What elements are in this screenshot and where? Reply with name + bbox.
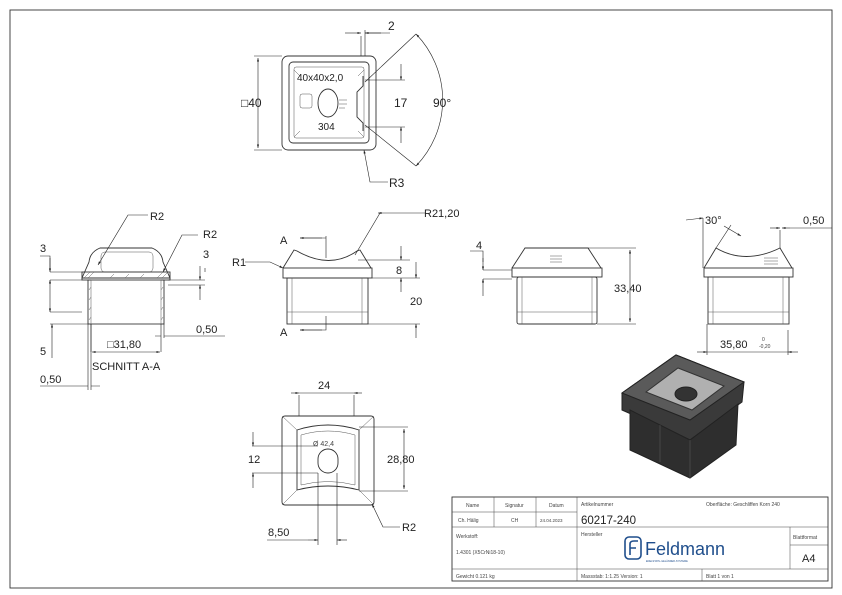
dim-8: 8 (396, 265, 402, 277)
format-label: Blattformat (793, 535, 818, 541)
dim-35-80: 35,80 (720, 339, 748, 351)
isometric-render (620, 354, 746, 479)
logo-f-icon (624, 536, 642, 560)
brand-tagline: EDELSTAHL-GELÄNDER-SYSTEME (646, 560, 688, 563)
dim-2: 2 (388, 19, 395, 33)
dim-3-right: 3 (203, 249, 209, 261)
dim-8-50: 8,50 (268, 527, 289, 539)
dim-20: 20 (410, 296, 422, 308)
dim-r3: R3 (389, 176, 405, 190)
tolerance-lower: -0,20 (759, 344, 771, 350)
dim-33-40: 33,40 (614, 283, 642, 295)
feldmann-logo: Feldmann EDELSTAHL-GELÄNDER-SYSTEME (624, 536, 725, 563)
dim-0-50: 0,50 (803, 215, 824, 227)
diameter-label: Ø 42,4 (313, 441, 334, 448)
logo-emboss-icon (299, 93, 313, 109)
dim-12: 12 (248, 454, 260, 466)
emboss-size: 40x40x2,0 (297, 73, 344, 84)
dim-r1: R1 (232, 257, 246, 269)
dim-r2-left: R2 (150, 211, 164, 223)
side-view: 4 33,40 (470, 240, 642, 325)
dim-square-31-80: □31,80 (107, 339, 141, 351)
dim-28-80: 28,80 (387, 454, 415, 466)
drafter-name: Ch. Hälig (458, 518, 479, 524)
weight: Gewicht 0.121 kg (456, 574, 495, 580)
drawing-frame (9, 9, 833, 589)
dim-24: 24 (318, 380, 330, 392)
brand-name: Feldmann (645, 539, 725, 559)
dim-angle-90: 90° (433, 96, 451, 110)
manufacturer-label: Hersteller (581, 532, 603, 538)
section-mark-top: A (280, 235, 288, 247)
sheet-number: Blatt 1 von 1 (706, 574, 734, 580)
article-number: 60217-240 (581, 515, 636, 527)
dim-angle-30: 30° (705, 215, 722, 227)
date-label: Datum (549, 503, 564, 509)
front-view: A A R21,20 R1 8 20 (232, 208, 459, 339)
title-block: Name Signatur Datum Ch. Hälig CH 24.04.2… (451, 496, 829, 582)
dim-wall-right: 0,50 (196, 324, 217, 336)
dim-square-40: □40 (241, 96, 262, 110)
tolerance-upper: 0 (762, 337, 765, 343)
dim-r21-20: R21,20 (424, 208, 459, 220)
section-view: R2 R2 3 3 5 0,50 □31,80 SCHNITT A-A 0,50 (40, 211, 225, 390)
surface-finish: Oberfläche: Geschliffen Korn 240 (706, 502, 780, 508)
dim-3-left: 3 (40, 243, 46, 255)
drawing-date: 24.04.2023 (540, 518, 563, 523)
dim-17: 17 (394, 96, 408, 110)
sheet-format: A4 (802, 553, 815, 565)
name-label: Name (466, 503, 480, 509)
signature-label: Signatur (505, 503, 524, 509)
dim-4: 4 (476, 240, 482, 252)
dim-r2-bottom: R2 (402, 522, 416, 534)
bottom-view: Ø 42,4 24 28,80 12 8,50 R2 (248, 380, 416, 545)
top-view: 40x40x2,0 304 □40 2 17 90° R3 (241, 19, 451, 190)
dim-5: 5 (40, 346, 46, 358)
section-title: SCHNITT A-A (92, 361, 161, 373)
right-view: 30° 0,50 35,80 0 -0,20 (685, 215, 832, 355)
material-label: Werkstoff: (456, 534, 478, 540)
drafter-signature: CH (511, 518, 519, 524)
article-label: Artikelnummer (581, 502, 614, 508)
dim-r2-right: R2 (203, 229, 217, 241)
dim-wall-left: 0,50 (40, 374, 61, 386)
section-mark-bottom: A (280, 327, 288, 339)
material-value: 1.4301 (X5CrNi18-10) (456, 550, 505, 556)
scale-version: Massstab: 1:1.25 Version: 1 (581, 574, 643, 580)
emboss-grade: 304 (318, 122, 335, 133)
